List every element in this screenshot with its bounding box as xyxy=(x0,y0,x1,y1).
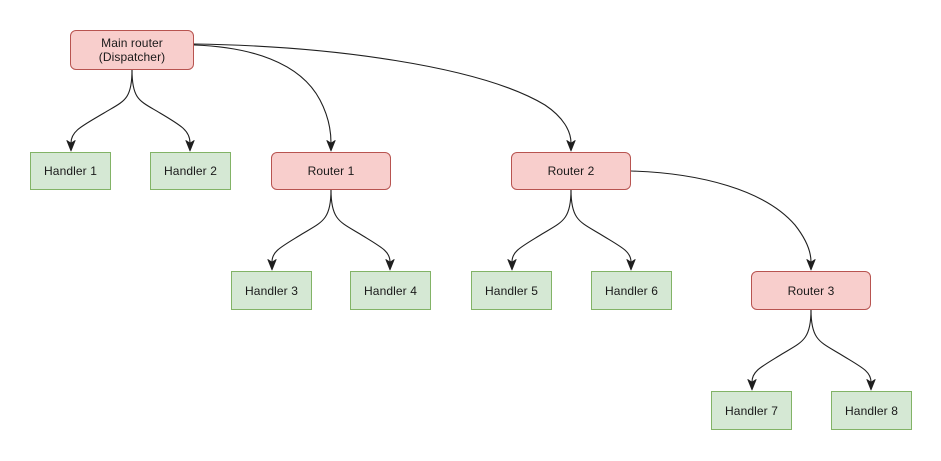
node-handler-4[interactable]: Handler 4 xyxy=(350,271,431,310)
edge-main-to-router-1 xyxy=(193,44,336,152)
node-handler-5[interactable]: Handler 5 xyxy=(471,271,552,310)
edge-router-3-to-handler-7 xyxy=(747,309,812,391)
edge-router-2-to-router-3 xyxy=(630,170,816,271)
node-main-router-label: Main router (Dispatcher) xyxy=(98,36,166,64)
node-handler-8-label: Handler 8 xyxy=(845,403,898,418)
node-router-3-label: Router 3 xyxy=(787,283,835,298)
node-handler-3[interactable]: Handler 3 xyxy=(231,271,312,310)
node-handler-6-label: Handler 6 xyxy=(605,283,658,298)
node-handler-4-label: Handler 4 xyxy=(364,283,417,298)
edge-router-2-to-handler-5 xyxy=(507,189,572,271)
edge-router-1-to-handler-4 xyxy=(330,189,395,271)
edge-main-to-handler-1 xyxy=(66,69,133,152)
edge-router-3-to-handler-8 xyxy=(810,309,876,391)
node-handler-3-label: Handler 3 xyxy=(245,283,298,298)
edge-router-1-to-handler-3 xyxy=(267,189,332,271)
node-handler-1[interactable]: Handler 1 xyxy=(30,152,111,190)
node-router-3[interactable]: Router 3 xyxy=(751,271,871,310)
node-router-2[interactable]: Router 2 xyxy=(511,152,631,190)
edge-router-2-to-handler-6 xyxy=(570,189,636,271)
node-handler-6[interactable]: Handler 6 xyxy=(591,271,672,310)
node-handler-5-label: Handler 5 xyxy=(485,283,538,298)
edge-main-to-router-2 xyxy=(193,43,576,152)
node-handler-7-label: Handler 7 xyxy=(725,403,778,418)
node-router-1[interactable]: Router 1 xyxy=(271,152,391,190)
node-main-router[interactable]: Main router (Dispatcher) xyxy=(70,30,194,70)
node-handler-1-label: Handler 1 xyxy=(44,164,97,178)
node-handler-7[interactable]: Handler 7 xyxy=(711,391,792,430)
node-handler-2-label: Handler 2 xyxy=(164,164,217,178)
node-handler-2[interactable]: Handler 2 xyxy=(150,152,231,190)
node-router-1-label: Router 1 xyxy=(307,164,355,178)
node-handler-8[interactable]: Handler 8 xyxy=(831,391,912,430)
node-router-2-label: Router 2 xyxy=(547,164,595,178)
edge-main-to-handler-2 xyxy=(131,69,195,152)
